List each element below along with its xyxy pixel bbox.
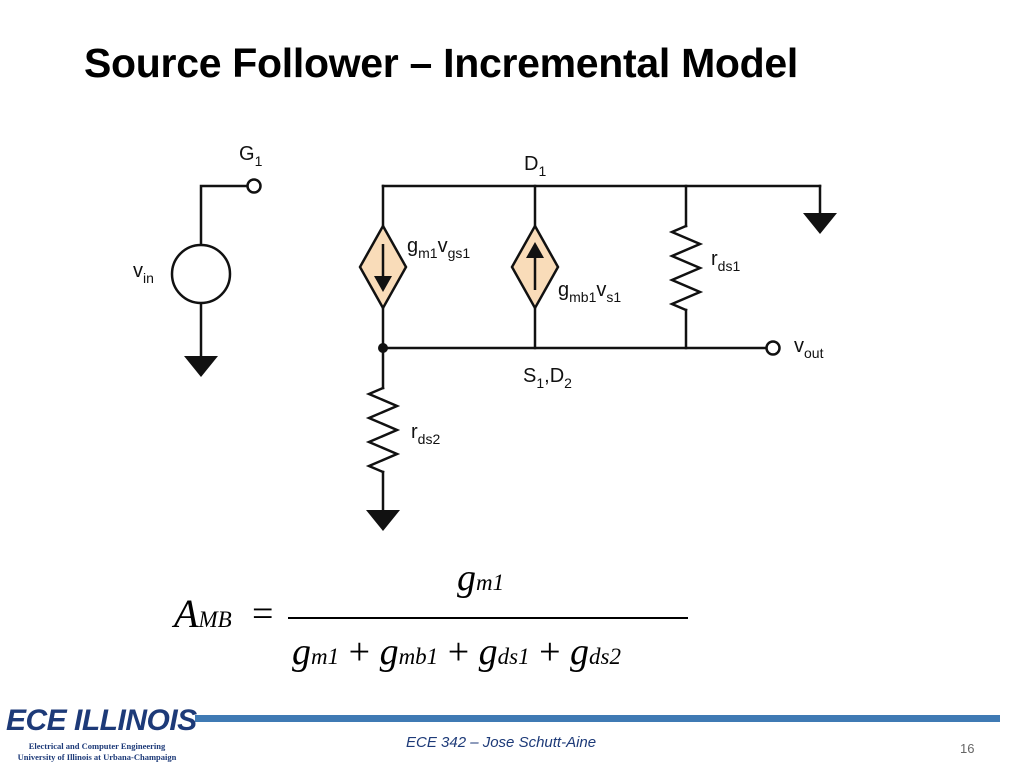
s1-d2-label: S1,D2 bbox=[523, 365, 572, 391]
denominator-term: g bbox=[379, 631, 399, 673]
g1-terminal bbox=[246, 178, 262, 194]
vin-voltage-source bbox=[170, 243, 232, 305]
footer-accent-bar bbox=[195, 715, 1000, 722]
denominator-term: g bbox=[570, 631, 590, 673]
gmb1-vs1-label: gmb1vs1 bbox=[558, 279, 621, 305]
gmb1-dependent-source bbox=[510, 223, 560, 311]
gmb1-arrow-up-icon bbox=[526, 242, 544, 258]
rds1-label: rds1 bbox=[711, 248, 740, 274]
vout-label: vout bbox=[794, 335, 824, 361]
source-follower-circuit-diagram: G1 D1 vin gm1vgs1 gmb1vs1 rds1 vout S1,D… bbox=[133, 143, 837, 531]
d1-label: D1 bbox=[524, 153, 546, 179]
ground-vin-icon bbox=[184, 356, 218, 377]
gm1-dependent-source bbox=[358, 223, 408, 311]
gain-formula: AMB = gm1 gm1 + gmb1 + gds1 + gds2 bbox=[170, 557, 710, 686]
logo-subtitle-line2: University of Illinois at Urbana-Champai… bbox=[17, 752, 177, 762]
gm1-arrow-down-icon bbox=[374, 276, 392, 292]
rds1-resistor bbox=[668, 224, 704, 312]
footer-course-text: ECE 342 – Jose Schutt-Aine bbox=[406, 734, 597, 751]
formula-denominator: gm1 + gmb1 + gds1 + gds2 bbox=[292, 631, 621, 673]
vin-label: vin bbox=[133, 260, 154, 286]
denominator-plus: + bbox=[447, 631, 470, 673]
logo-subtitle-line1: Electrical and Computer Engineering bbox=[28, 741, 166, 751]
formula-fraction-bar bbox=[288, 617, 688, 619]
rds2-resistor bbox=[365, 386, 401, 474]
formula-numerator: gm1 bbox=[457, 557, 505, 599]
slide-title: Source Follower – Incremental Model bbox=[84, 40, 799, 86]
denominator-plus: + bbox=[348, 631, 371, 673]
page-number: 16 bbox=[960, 741, 975, 756]
ece-illinois-logo: ECE ILLINOIS bbox=[6, 704, 197, 737]
vout-terminal bbox=[765, 340, 781, 356]
denominator-term: g bbox=[292, 631, 311, 673]
formula-equals: = bbox=[252, 593, 274, 635]
g1-label: G1 bbox=[239, 143, 263, 169]
s1-node-dot bbox=[378, 343, 388, 353]
formula-lhs: AMB bbox=[174, 591, 232, 636]
gm1-vgs1-label: gm1vgs1 bbox=[407, 235, 470, 261]
wire-vin-top bbox=[199, 184, 249, 247]
denominator-term: g bbox=[478, 631, 498, 673]
ground-rds2-icon bbox=[366, 510, 400, 531]
denominator-plus: + bbox=[539, 631, 561, 673]
ground-d1-icon bbox=[803, 213, 837, 234]
rds2-label: rds2 bbox=[411, 421, 440, 447]
